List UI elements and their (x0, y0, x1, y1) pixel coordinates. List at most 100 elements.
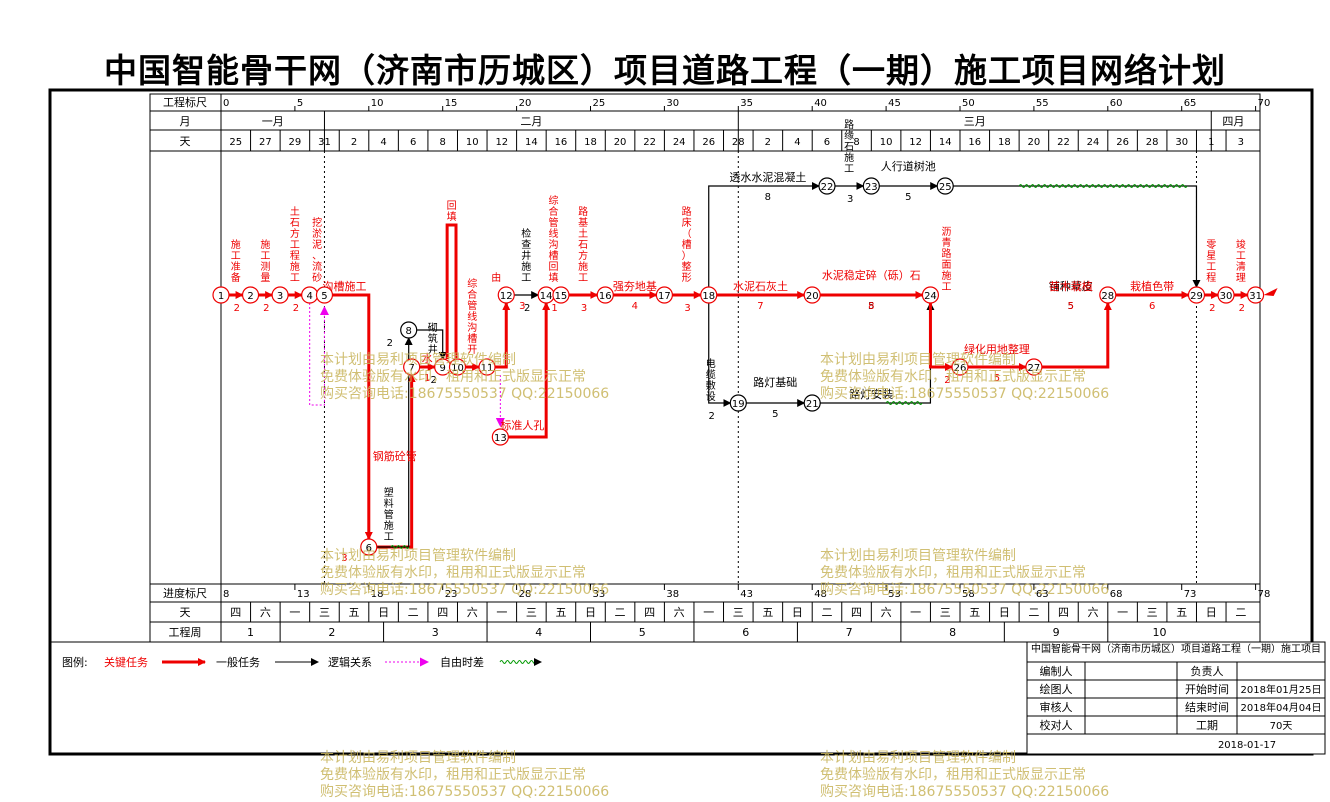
watermark-line: 购买咨询电话:18675550537 QQ:22150066 (820, 386, 1109, 402)
node-circle (700, 286, 718, 304)
task-label-char: 挖 (312, 216, 322, 229)
weekday: 一 (289, 606, 300, 619)
weekday: 三 (319, 606, 330, 619)
node-number: 6 (366, 543, 372, 554)
day-number: 8 (853, 137, 859, 148)
weekday: 四 (851, 606, 862, 619)
task-arrow (928, 303, 953, 371)
watermark-line: 购买咨询电话:18675550537 QQ:22150066 (820, 784, 1109, 800)
network-node: 31 (1246, 286, 1265, 304)
task-label-char: 沥 (941, 226, 951, 238)
week-number: 1 (247, 626, 254, 639)
task-label-char: 流 (312, 260, 322, 273)
weekday: 二 (1235, 606, 1246, 619)
task-duration: 2 (1209, 303, 1215, 314)
watermark-line: 购买咨询电话:18675550537 QQ:22150066 (320, 386, 609, 402)
task-label-char: 工 (844, 164, 854, 175)
scale-tick-label: 25 (593, 98, 606, 109)
task-label: 回填 (447, 200, 457, 223)
weekday: 三 (1147, 606, 1158, 619)
node-circle (497, 286, 515, 304)
task-duration: 2 (387, 338, 393, 349)
task-label-char: 管 (467, 299, 477, 312)
day-number: 14 (939, 137, 952, 148)
weekday: 四 (1058, 606, 1069, 619)
day-number: 6 (824, 137, 830, 148)
network-node: 28 (1099, 286, 1117, 304)
task-label-char: 综 (549, 194, 559, 207)
weekday: 六 (674, 606, 685, 619)
weekday: 五 (555, 606, 566, 619)
day-number: 30 (1175, 137, 1188, 148)
logic-link (309, 303, 329, 406)
node-circle (212, 286, 230, 304)
task-duration: 5 (1068, 301, 1074, 312)
network-node: 18 (700, 286, 718, 304)
watermark-line: 本计划由易利项目管理软件编制 (320, 750, 516, 766)
node-circle (1187, 286, 1206, 304)
task-label-char: 工 (290, 273, 300, 284)
weekday: 六 (1088, 606, 1099, 619)
task-label-char: 砂 (312, 271, 322, 284)
scale-tick-label: 30 (666, 98, 679, 109)
task-label-char: 工 (941, 282, 951, 293)
node-number: 26 (954, 363, 967, 374)
network-node: 10 (448, 358, 467, 376)
watermark-line: 购买咨询电话:18675550537 QQ:22150066 (320, 582, 609, 598)
weekday: 一 (496, 606, 507, 619)
task-label-char: 施 (578, 260, 588, 273)
task-label-char: 方 (578, 249, 588, 262)
task-duration: 2 (944, 375, 950, 386)
day-number: 4 (380, 137, 386, 148)
day-number: 10 (880, 137, 893, 148)
task-label-char: 整 (682, 260, 692, 273)
weekday: 二 (1028, 606, 1039, 619)
task-label-char: 方 (290, 227, 300, 240)
node-number: 14 (540, 291, 553, 302)
task-arrow (953, 185, 1201, 288)
week-number: 7 (846, 626, 853, 639)
task-label-char: 设 (706, 391, 716, 403)
task-label-char: 程 (1206, 272, 1216, 284)
task-label-char: 施 (290, 260, 300, 273)
node-circle (1217, 286, 1235, 304)
task-label-char: 线 (467, 310, 477, 323)
progress-tick-label: 68 (1110, 589, 1123, 600)
info-cell: 结束时间 (1185, 701, 1229, 714)
task-label-char: 量 (260, 272, 270, 284)
task-label-char: 施 (384, 519, 394, 532)
network-node: 6 (360, 538, 378, 556)
weekday: 三 (526, 606, 537, 619)
task-arrow (332, 293, 373, 540)
progress-tick-label: 48 (814, 589, 827, 600)
task-name: 人行道树池 (881, 159, 936, 173)
day-number: 26 (702, 137, 715, 148)
info-cell: 开始时间 (1185, 682, 1229, 696)
progress-tick-label: 78 (1258, 589, 1271, 600)
weekday: 五 (349, 606, 360, 619)
task-label-char: 回 (447, 200, 457, 212)
progress-tick-label: 23 (445, 589, 458, 600)
task-label-char: 工 (231, 251, 241, 262)
info-cell: 2018年04月04日 (1241, 701, 1322, 714)
task-name: 苗木栽植 (1049, 279, 1093, 293)
network-node: 22 (818, 177, 836, 195)
watermark-line: 购买咨询电话:18675550537 QQ:22150066 (320, 784, 609, 800)
node-number: 23 (865, 182, 878, 193)
task-duration: 2 (263, 303, 269, 314)
progress-tick-label: 53 (888, 589, 901, 600)
network-node: 14 (537, 286, 555, 304)
task-arrow-backfill (445, 223, 458, 359)
task-label-char: 填 (447, 210, 457, 223)
task-label-char: 土 (578, 227, 588, 240)
task-name: 路灯基础 (753, 376, 797, 389)
task-label-char: 青 (941, 236, 951, 249)
task-label-char: 管 (549, 216, 559, 229)
